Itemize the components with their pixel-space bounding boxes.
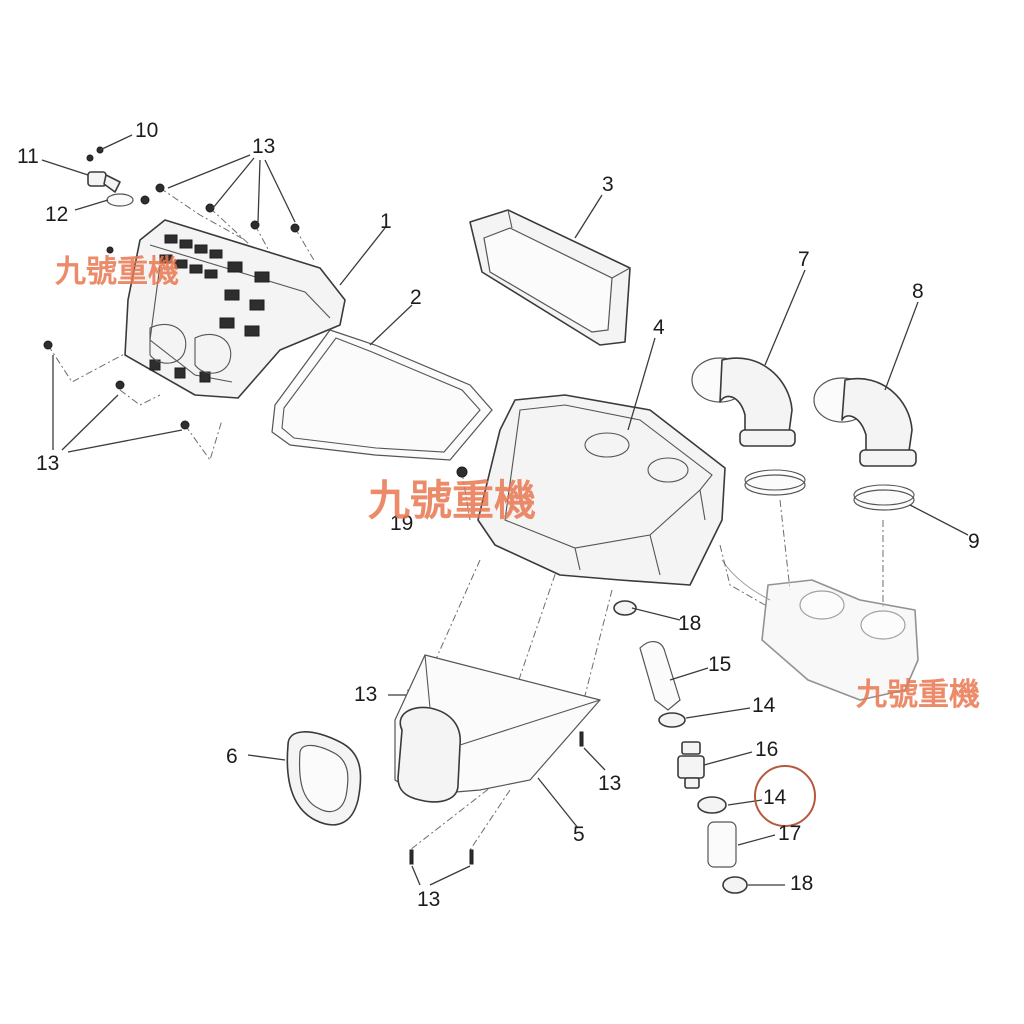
callout-14-highlighted: 14 (763, 786, 787, 809)
watermarks: 九號重機 九號重機 九號重機 (55, 254, 980, 713)
part-intake-elbow-right (813, 377, 917, 467)
callout-19: 19 (390, 512, 413, 535)
part-hose-clip-lower (722, 876, 748, 894)
watermark-right: 九號重機 (856, 677, 980, 713)
callout-15: 15 (708, 653, 731, 676)
callout-11: 11 (17, 145, 39, 168)
callout-3: 3 (602, 173, 614, 196)
callout-10: 10 (135, 119, 158, 142)
watermark-top-left: 九號重機 (55, 254, 179, 290)
part-hose-clamp-14-lower (697, 796, 727, 814)
part-breather-hose (639, 641, 681, 711)
part-air-filter (469, 209, 631, 346)
part-airbox-base (477, 394, 726, 586)
callout-13-middle: 13 (354, 683, 377, 706)
callout-9: 9 (968, 530, 980, 553)
watermark-center: 九號重機 (368, 476, 536, 525)
callout-14-upper: 14 (752, 694, 776, 717)
part-breather-valve (677, 741, 705, 789)
callout-13-right: 13 (598, 772, 621, 795)
part-throttle-body (721, 559, 919, 701)
callout-6: 6 (226, 745, 238, 768)
part-intake-duct (394, 654, 602, 803)
callout-17: 17 (778, 822, 801, 845)
callout-13-left: 13 (36, 452, 59, 475)
part-breather-tube (707, 821, 737, 868)
part-hose-clip-upper (613, 600, 637, 616)
callout-18-lower: 18 (790, 872, 813, 895)
callout-18-upper: 18 (678, 612, 701, 635)
callout-2: 2 (410, 286, 422, 309)
part-hose-clamp-right (853, 484, 915, 511)
leader-lines (41, 134, 969, 886)
part-sensor (87, 171, 121, 193)
callout-4: 4 (653, 316, 665, 339)
callout-16: 16 (755, 738, 778, 761)
part-airbox-cover (124, 219, 346, 399)
part-gasket (271, 329, 493, 461)
part-hose-clamp-14-upper (658, 712, 686, 728)
part-duct-seal (286, 731, 362, 826)
callout-7: 7 (798, 248, 810, 271)
highlight-circle (754, 765, 816, 827)
part-intake-elbow-left (691, 357, 796, 447)
callout-13-bottom: 13 (417, 888, 440, 911)
part-sensor-gasket (106, 193, 134, 207)
callout-13-top: 13 (252, 135, 275, 158)
callout-5: 5 (573, 823, 585, 846)
callout-8: 8 (912, 280, 924, 303)
callout-1: 1 (380, 210, 392, 233)
part-hose-clamp-left (744, 469, 806, 496)
callout-labels: 10 11 12 13 1 2 3 4 7 8 9 13 19 18 15 14… (17, 119, 980, 911)
callout-12: 12 (45, 203, 68, 226)
